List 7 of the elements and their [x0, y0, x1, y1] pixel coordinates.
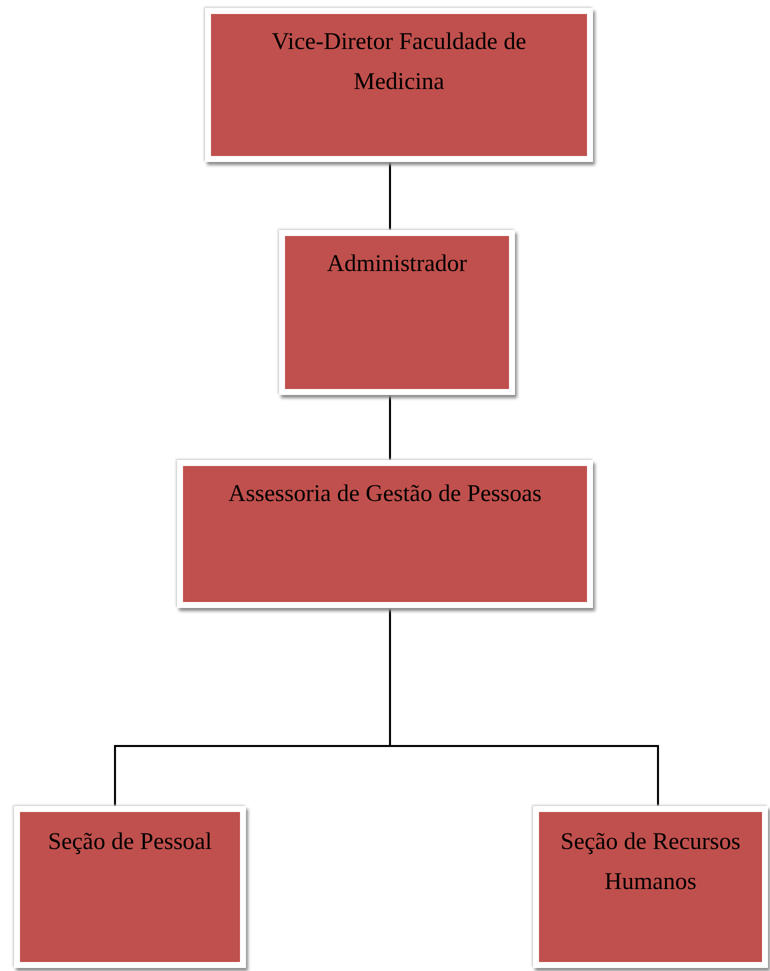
box-label: Seção de Pessoal	[47, 828, 213, 857]
box-label: Seção de Recursos Humanos	[560, 828, 742, 897]
box-label: Administrador	[326, 250, 468, 279]
box-label: Assessoria de Gestão de Pessoas	[227, 480, 543, 509]
connector-line	[389, 395, 391, 460]
connector-line	[389, 162, 391, 230]
box-label: Vice-Diretor Faculdade de Medicina	[270, 28, 528, 97]
